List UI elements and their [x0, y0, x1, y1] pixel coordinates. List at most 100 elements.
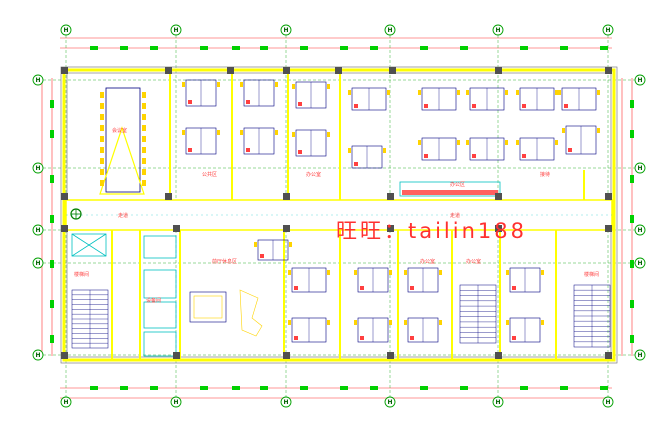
grid-bubble-bottom: H [492, 396, 504, 408]
svg-text:H: H [495, 27, 500, 34]
desk-cluster [404, 317, 442, 343]
label-office-south-2: 办公室 [466, 258, 481, 265]
desk-cluster [404, 267, 442, 293]
desk-cluster [466, 137, 508, 161]
desk-cluster [182, 79, 220, 107]
elevators [71, 233, 177, 357]
grid-bubble-right: H [634, 257, 646, 269]
svg-text:H: H [173, 27, 178, 34]
label-reception: 接待 [540, 171, 550, 178]
svg-text:H: H [637, 165, 642, 172]
reception-counter [399, 181, 501, 197]
desk-cluster [516, 87, 558, 111]
meeting-room-chairs [100, 92, 146, 186]
desk-cluster [516, 137, 558, 161]
svg-text:H: H [605, 399, 610, 406]
label-meeting-room: 会议室 [112, 127, 127, 134]
svg-text:H: H [35, 165, 40, 172]
desk-cluster [354, 317, 392, 343]
desk-clusters [182, 79, 600, 343]
grid-bubble-left: H [32, 349, 44, 361]
grid-bubble-bottom: H [280, 396, 292, 408]
room-labels: 会议室 走道 走道 接待 办公区 公共区 楼梯间 前厅休息区 设备间 办公室 办… [74, 127, 599, 304]
grid-bubble-left: H [32, 257, 44, 269]
label-stair-left: 楼梯间 [74, 271, 89, 278]
label-office-small: 办公室 [306, 171, 321, 178]
grid-bubble-right: H [634, 224, 646, 236]
desk-cluster [292, 81, 330, 109]
label-stair-right: 楼梯间 [584, 271, 599, 278]
desk-cluster [254, 239, 292, 261]
grid-bubble-bottom: H [602, 396, 614, 408]
svg-text:H: H [495, 399, 500, 406]
desk-cluster [348, 145, 386, 169]
watermark-text: 旺旺：tailin188 [336, 219, 527, 243]
svg-text:H: H [637, 77, 642, 84]
grid-bubble-right: H [634, 162, 646, 174]
grid-axis-bubbles: H H H H H H H H H H H H H H H H H H H H H H [32, 24, 646, 408]
svg-text:H: H [283, 27, 288, 34]
desk-cluster [240, 79, 278, 107]
dimension-markers [50, 46, 634, 390]
svg-text:H: H [637, 352, 642, 359]
desk-cluster [506, 317, 544, 343]
svg-text:H: H [387, 27, 392, 34]
grid-bubble-right: H [634, 74, 646, 86]
grid-bubble-top: H [602, 24, 614, 36]
desk-cluster [466, 87, 508, 111]
svg-text:H: H [637, 260, 642, 267]
desk-cluster [562, 125, 600, 155]
desk-cluster [288, 267, 330, 293]
label-corridor-left: 走道 [118, 212, 128, 219]
grid-bubble-top: H [384, 24, 396, 36]
grid-bubble-left: H [32, 224, 44, 236]
svg-text:H: H [35, 227, 40, 234]
plant-icon [70, 208, 82, 220]
desk-cluster [506, 267, 544, 293]
svg-text:H: H [35, 260, 40, 267]
lobby-sofa [189, 289, 263, 337]
stair-right-steps [574, 285, 610, 347]
svg-text:H: H [173, 399, 178, 406]
stair-mid-steps [460, 285, 496, 343]
structural-columns [61, 67, 612, 359]
svg-text:H: H [63, 399, 68, 406]
label-office-south-1: 办公室 [420, 258, 435, 265]
grid-bubble-top: H [60, 24, 72, 36]
grid-bubble-bottom: H [60, 396, 72, 408]
desk-cluster [288, 317, 330, 343]
grid-bubble-left: H [32, 74, 44, 86]
svg-text:H: H [63, 27, 68, 34]
north-partitions [169, 72, 585, 200]
grid-bubble-top: H [492, 24, 504, 36]
grid-bubble-top: H [170, 24, 182, 36]
desk-cluster [558, 87, 600, 111]
desk-cluster [292, 129, 330, 157]
label-equipment: 设备间 [146, 297, 161, 304]
meeting-room-table [99, 87, 145, 195]
grid-bubble-right: H [634, 349, 646, 361]
desk-cluster [240, 127, 278, 155]
desk-cluster [182, 127, 220, 155]
label-corridor-mid: 走道 [450, 212, 460, 219]
svg-text:H: H [35, 352, 40, 359]
desk-cluster [348, 87, 390, 111]
desk-cluster [418, 87, 460, 111]
grid-bubble-left: H [32, 162, 44, 174]
grid-bubble-bottom: H [384, 396, 396, 408]
label-office-right: 办公区 [450, 181, 465, 188]
label-public-area: 公共区 [202, 171, 217, 178]
desk-cluster [354, 267, 392, 293]
grid-bubble-bottom: H [170, 396, 182, 408]
svg-text:H: H [387, 399, 392, 406]
south-partitions [111, 230, 557, 360]
label-lobby: 前厅休息区 [212, 258, 237, 265]
svg-text:H: H [605, 27, 610, 34]
svg-text:H: H [35, 77, 40, 84]
stair-left-steps [72, 290, 108, 348]
desk-cluster [418, 137, 460, 161]
svg-text:H: H [637, 227, 642, 234]
grid-bubble-top: H [280, 24, 292, 36]
svg-text:H: H [283, 399, 288, 406]
